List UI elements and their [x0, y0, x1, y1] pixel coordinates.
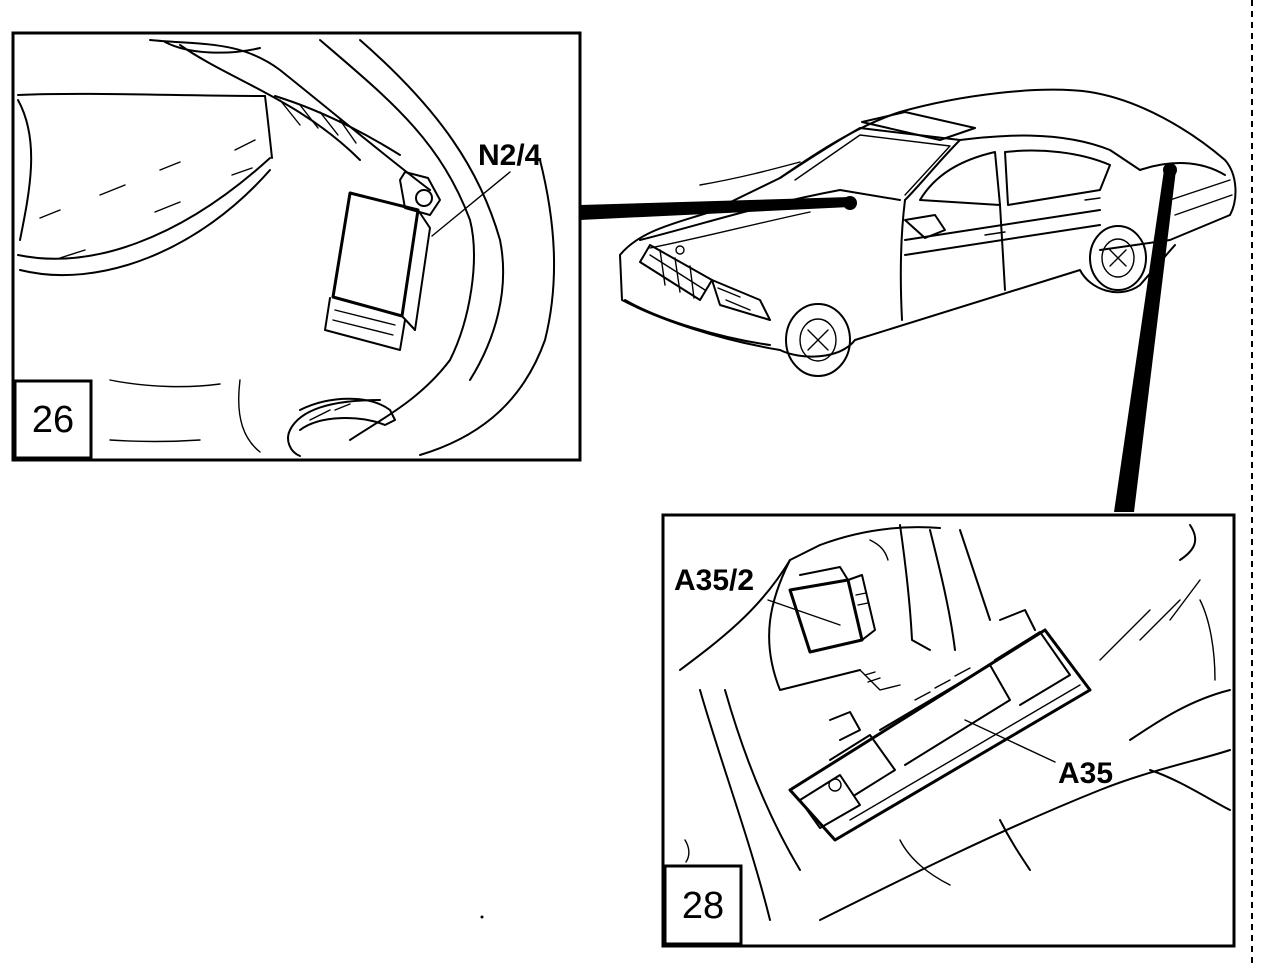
figure-number-26: 26: [32, 399, 74, 441]
speck: [480, 915, 484, 919]
panel-28: A35/2 A35 28: [661, 513, 1236, 948]
connector-28: [1114, 163, 1177, 512]
car-illustration: [619, 88, 1237, 377]
figure-number-28: 28: [682, 885, 724, 927]
label-n2-4: N2/4: [478, 139, 542, 172]
label-a35-2: A35/2: [674, 564, 754, 597]
panel-26: N2/4 26: [11, 31, 582, 462]
label-a35: A35: [1058, 757, 1113, 790]
